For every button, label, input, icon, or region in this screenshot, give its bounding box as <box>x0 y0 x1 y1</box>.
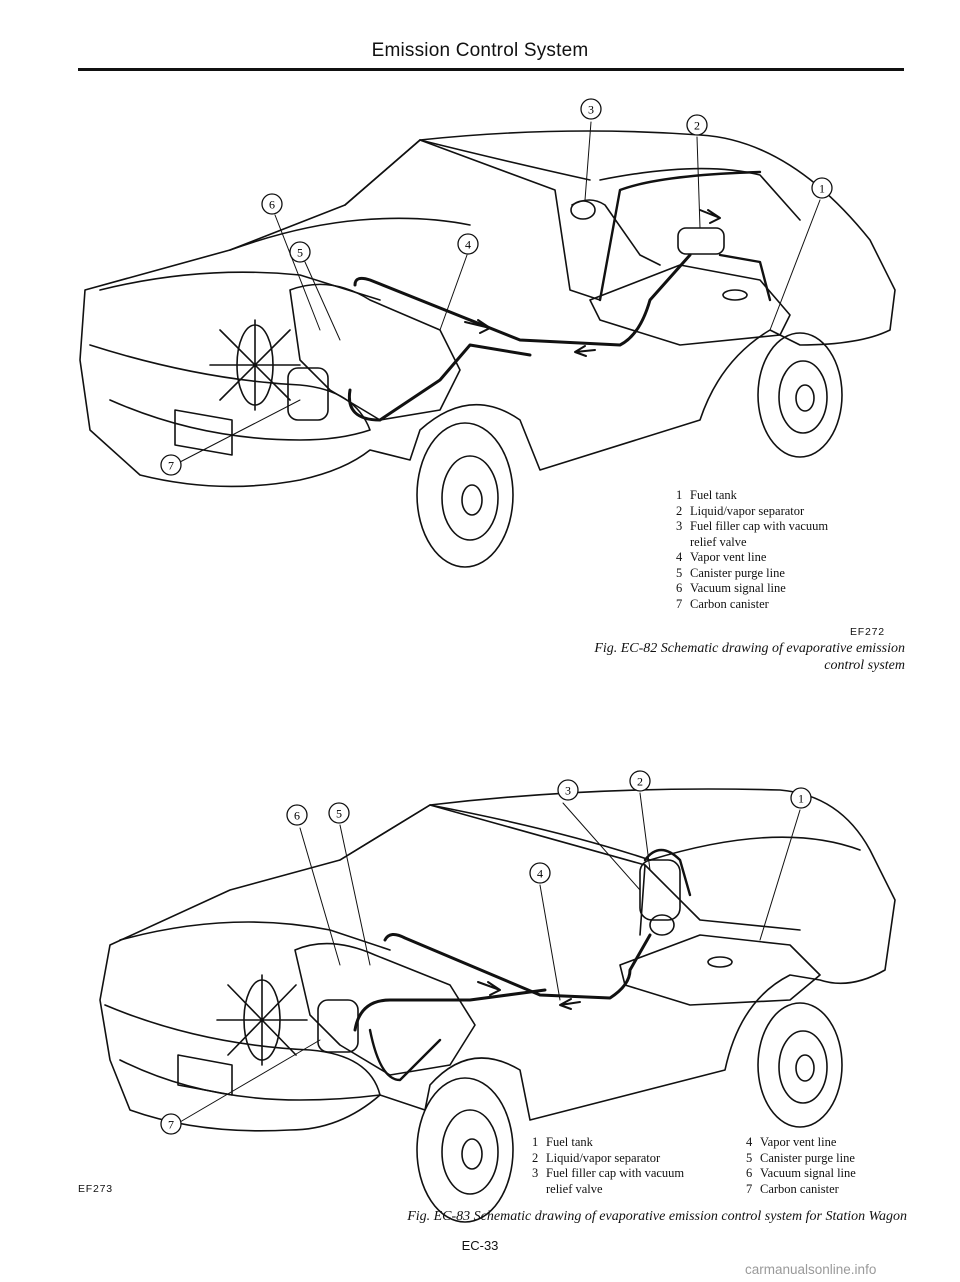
wagon-engine <box>294 942 476 1076</box>
svg-text:4: 4 <box>537 867 543 881</box>
sedan-hood <box>99 271 381 301</box>
sedan-windshield <box>344 139 601 301</box>
sedan-callout-3: 3 <box>580 98 602 120</box>
sedan-fuel-tank <box>589 264 791 346</box>
wagon-callout-2: 2 <box>629 770 651 792</box>
svg-text:4: 4 <box>465 238 471 252</box>
wagon-callout-5: 5 <box>328 802 350 824</box>
header-rule <box>78 68 904 71</box>
svg-text:5: 5 <box>336 807 342 821</box>
sedan-filler-cap <box>570 200 596 220</box>
wagon-separator <box>639 859 681 921</box>
wagon-hood <box>119 921 391 951</box>
sedan-callout-6: 6 <box>261 193 283 215</box>
svg-text:3: 3 <box>565 784 571 798</box>
sedan-bumper <box>89 344 371 441</box>
page-number: EC-33 <box>461 1238 499 1253</box>
wagon-windshield <box>339 804 646 936</box>
svg-text:2: 2 <box>694 119 700 133</box>
svg-text:1: 1 <box>819 182 825 196</box>
svg-text:3: 3 <box>588 103 594 117</box>
svg-text:7: 7 <box>168 1118 174 1132</box>
sedan-callout-4: 4 <box>457 233 479 255</box>
svg-text:2: 2 <box>637 775 643 789</box>
sedan-callout-5: 5 <box>289 241 311 263</box>
sedan-figure-code: EF272 <box>850 626 885 638</box>
sedan-roof-line <box>599 167 801 221</box>
sedan-callouts: 3 2 1 6 4 5 7 <box>160 98 833 476</box>
wagon-callouts: 3 2 1 6 5 4 7 <box>160 770 812 1135</box>
sedan-body-outline <box>79 130 896 488</box>
svg-text:5: 5 <box>297 246 303 260</box>
wagon-canister <box>317 999 359 1053</box>
wagon-front-wheel <box>416 1077 514 1223</box>
sedan-rear-wheel <box>757 332 843 458</box>
svg-text:1: 1 <box>798 792 804 806</box>
sedan-callout-1: 1 <box>811 177 833 199</box>
watermark-text: carmanualsonline.info <box>745 1262 877 1277</box>
wagon-figure-caption: Fig. EC-83 Schematic drawing of evaporat… <box>407 1209 907 1224</box>
wagon-callout-1: 1 <box>790 787 812 809</box>
wagon-callout-7: 7 <box>160 1113 182 1135</box>
wagon-roof-line <box>649 836 861 861</box>
wagon-fuel-tank <box>619 934 821 1006</box>
sedan-canister <box>287 367 329 421</box>
wagon-callout-6: 6 <box>286 804 308 826</box>
sedan-callout-2: 2 <box>686 114 708 136</box>
wagon-rear-wheel <box>757 1002 843 1128</box>
sedan-engine <box>289 283 461 421</box>
svg-text:6: 6 <box>294 809 300 823</box>
wagon-filler-cap <box>649 914 675 936</box>
wagon-callout-3: 3 <box>557 779 579 801</box>
sedan-plate <box>174 409 233 456</box>
wagon-plate <box>177 1054 233 1096</box>
sedan-front-wheel <box>416 422 514 568</box>
wagon-evap-diagram: 3 2 1 6 5 4 7 <box>99 770 896 1223</box>
page-header: Emission Control System <box>371 40 589 61</box>
wagon-figure-code: EF273 <box>78 1183 113 1195</box>
sedan-figure-caption: Fig. EC-82 Schematic drawing of evaporat… <box>594 641 905 673</box>
svg-text:7: 7 <box>168 459 174 473</box>
wagon-callout-4: 4 <box>529 862 551 884</box>
sedan-separator <box>677 227 725 255</box>
sedan-callout-7: 7 <box>160 454 182 476</box>
svg-text:6: 6 <box>269 198 275 212</box>
sedan-evap-diagram: 3 2 1 6 4 5 7 <box>79 98 896 568</box>
wagon-body-outline <box>99 788 896 1132</box>
